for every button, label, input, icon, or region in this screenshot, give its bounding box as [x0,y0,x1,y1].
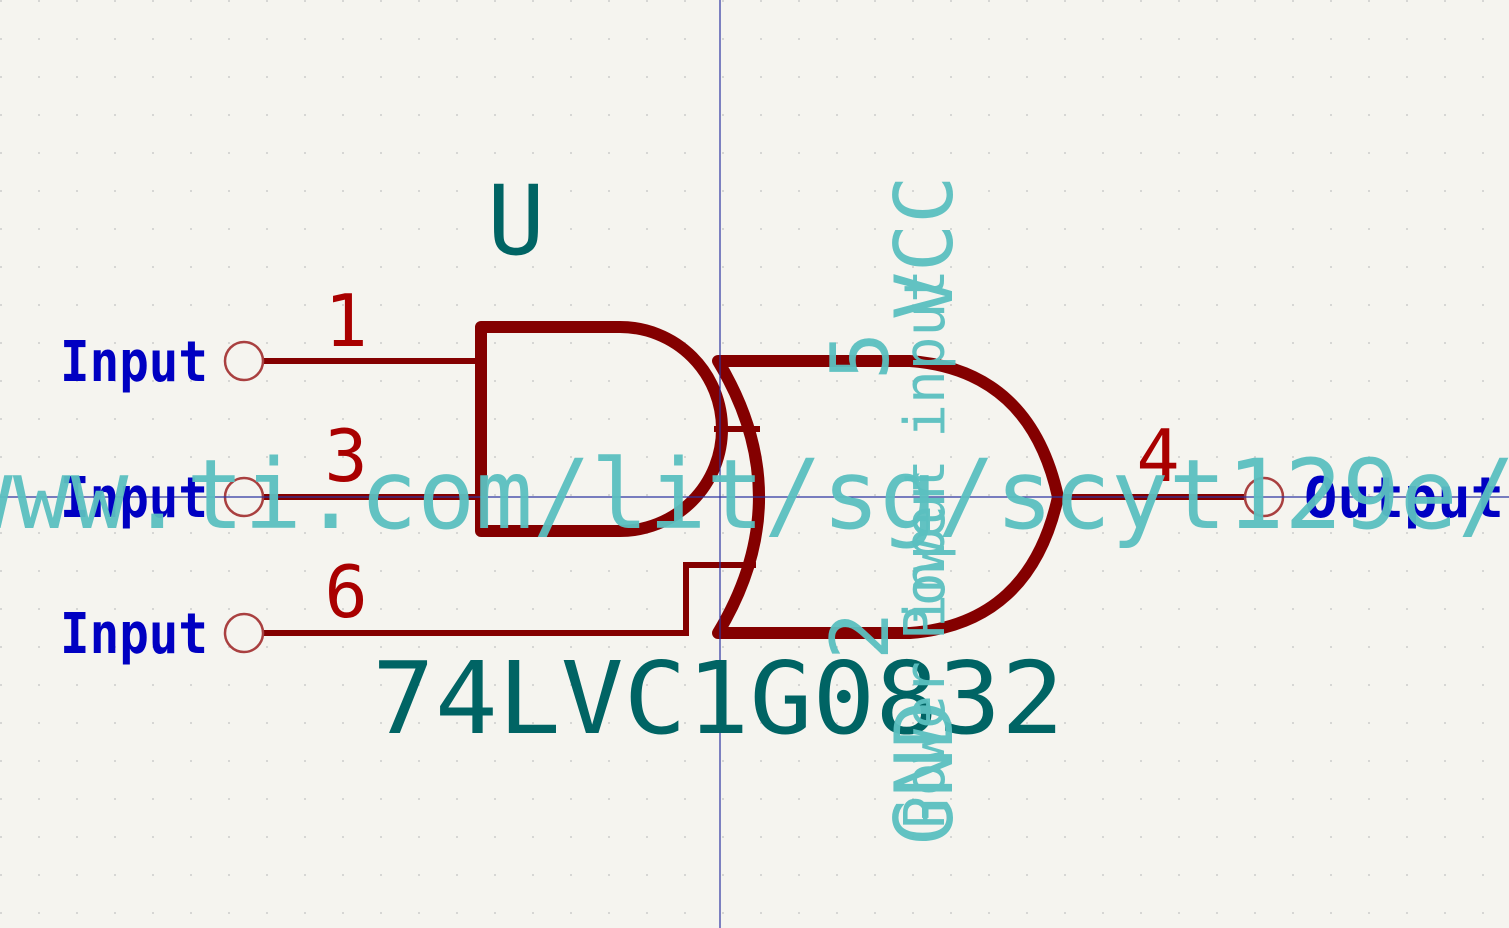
pin-6-name: Input [60,602,208,667]
pin-1-end-circle[interactable] [223,340,265,382]
reference-designator[interactable]: U [487,165,545,277]
power-pin-gnd-number: 2 [814,612,907,660]
pin-6-end-circle[interactable] [223,612,265,654]
power-pin-vcc-number: 5 [814,332,907,380]
pin-6-line[interactable] [264,562,756,636]
pin-1-number: 1 [324,279,367,363]
pin-3-name: Input [60,466,208,531]
pin-3-number: 3 [324,414,367,498]
power-pin-vcc-type: Power input [893,269,958,640]
pin-4-name: Output [1304,466,1504,531]
pin-6-number: 6 [324,550,367,634]
power-pin-vcc-name: VCC [878,176,971,321]
pin-4-number: 4 [1136,414,1179,498]
pin-1-name: Input [60,330,208,395]
power-pin-gnd-type: Power input [893,459,958,830]
and-gate-body[interactable] [475,321,728,537]
or-gate-body[interactable] [712,355,1064,639]
power-pin-gnd-name: GND [878,701,971,846]
part-value[interactable]: 74LVC1G0832 [372,640,1064,757]
datasheet-field[interactable]: www.ti.com/lit/sg/scyt129e/scyt129e.pdf [0,439,1509,551]
